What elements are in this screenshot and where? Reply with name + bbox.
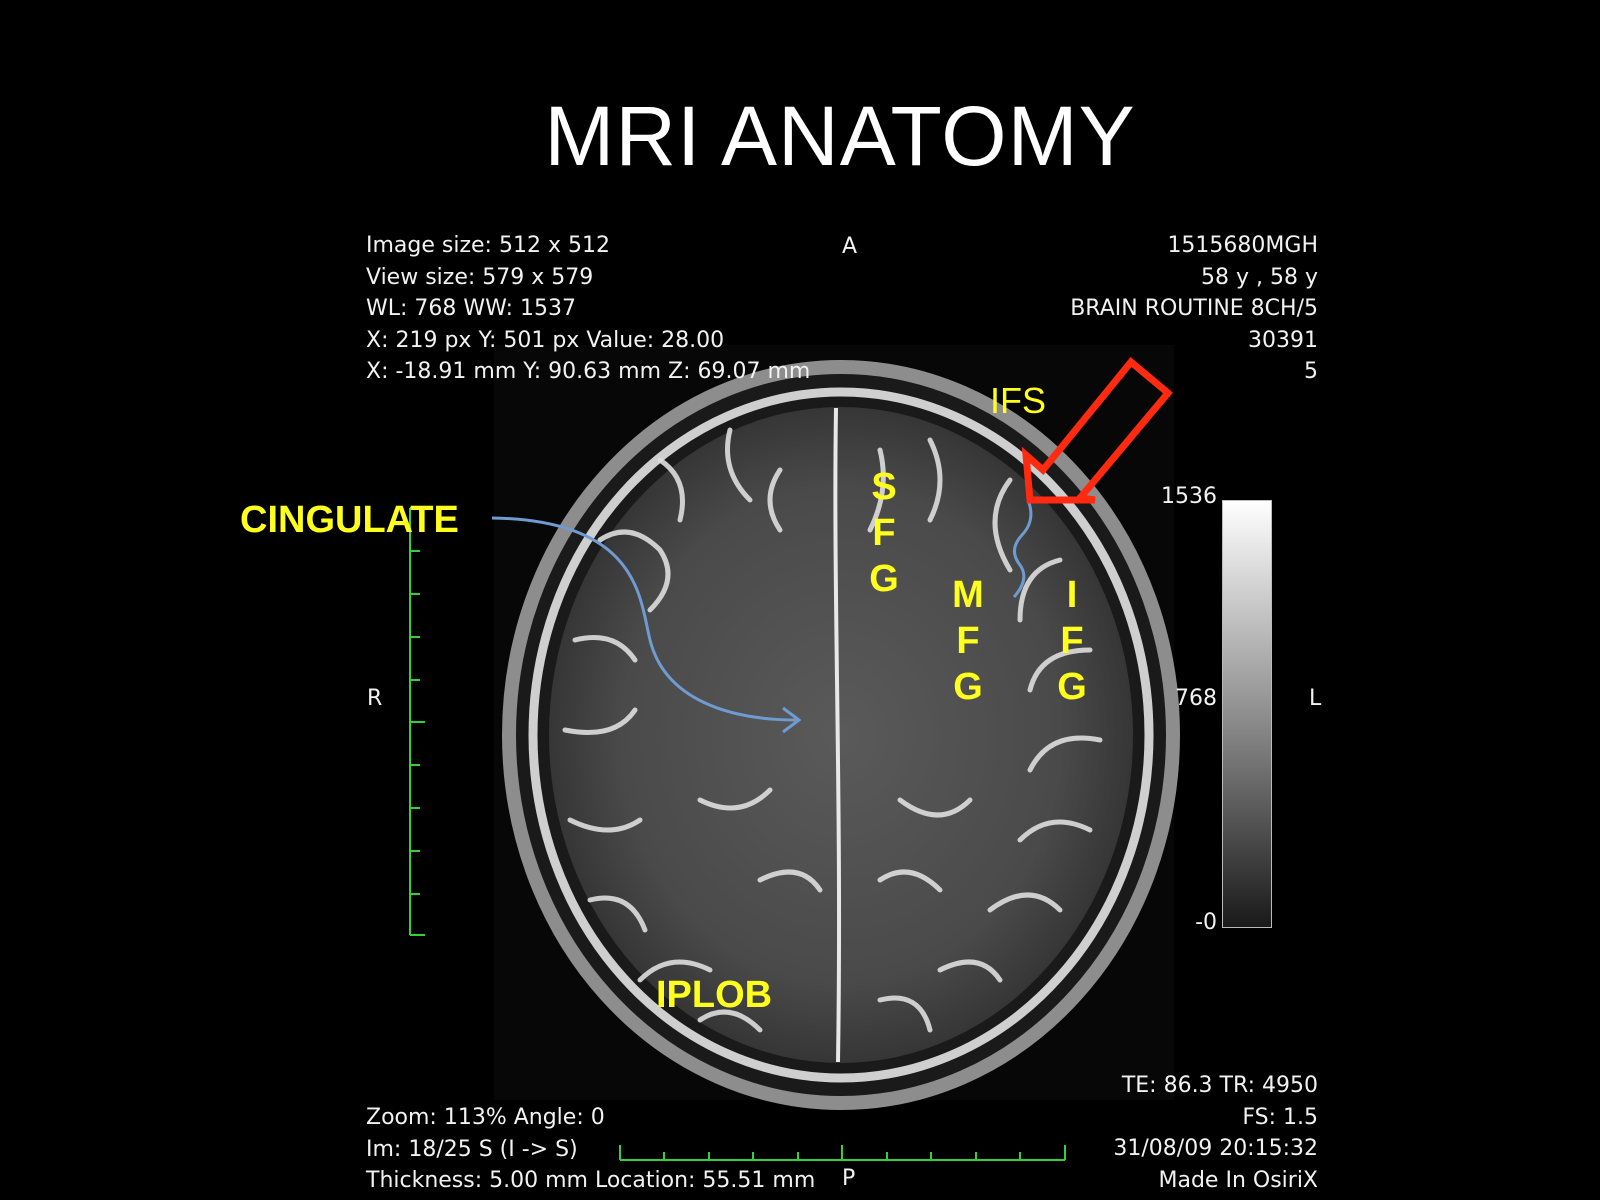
orientation-posterior: P [842,1166,856,1191]
window-colorbar [1222,500,1272,928]
field-strength-text: FS: 1.5 [1242,1104,1318,1130]
thickness-location-text: Thickness: 5.00 mm Location: 55.51 mm [366,1168,816,1193]
made-in-osirix-text: Made In OsiriX [1158,1167,1319,1193]
overlay-top-right: 1515680MGH 58 y , 58 y BRAIN ROUTINE 8CH… [1070,230,1318,388]
brain-tissue [549,407,1133,1063]
sulci-pattern [562,427,1103,1033]
label-sfg-s: S [871,466,897,508]
mm-coordinates-text: X: -18.91 mm Y: 90.63 mm Z: 69.07 mm [366,359,811,384]
label-sfg: S F G [864,464,904,602]
acquisition-datetime-text: 31/08/09 20:15:32 [1113,1136,1318,1161]
slide-title: MRI ANATOMY [544,89,1136,183]
study-description-text: BRAIN ROUTINE 8CH/5 [1070,296,1318,321]
orientation-anterior: A [842,234,858,259]
image-index-text: Im: 18/25 S (I -> S) [366,1136,578,1162]
view-size-text: View size: 579 x 579 [366,264,594,290]
patient-age-text: 58 y , 58 y [1201,264,1318,290]
label-mfg-g: G [953,666,983,708]
colorbar-mid-label: 768 [1175,686,1217,711]
label-mfg-f: F [956,620,980,662]
label-ifg: I F G [1052,572,1092,710]
label-ifs: IFS [990,380,1047,421]
label-ifg-g: G [1057,666,1087,708]
falx-midline [833,407,842,1063]
overlay-bottom-right: TE: 86.3 TR: 4950 FS: 1.5 31/08/09 20:15… [1113,1070,1318,1196]
skull-ring [528,387,1154,1083]
label-cingulate: CINGULATE [240,499,459,541]
red-pointer-arrow [1021,357,1173,504]
pixel-value-text: X: 219 px Y: 501 px Value: 28.00 [366,327,725,353]
overlay-top-left: Image size: 512 x 512 View size: 579 x 5… [366,230,810,388]
patient-id-text: 1515680MGH [1167,233,1318,258]
series-number-text: 30391 [1248,327,1318,353]
colorbar-min-label: -0 [1195,910,1217,935]
overlay-bottom-left: Zoom: 113% Angle: 0 Im: 18/25 S (I -> S)… [366,1102,815,1197]
colorbar-max-label: 1536 [1161,484,1217,509]
label-mfg-m: M [952,574,984,616]
orientation-right: R [367,686,383,711]
label-ifg-i: I [1066,574,1078,616]
label-ifg-f: F [1060,620,1084,662]
window-level-text: WL: 768 WW: 1537 [366,296,577,321]
zoom-angle-text: Zoom: 113% Angle: 0 [366,1105,605,1130]
image-size-text: Image size: 512 x 512 [366,233,610,258]
horizontal-scale-ruler [619,1145,1066,1161]
label-sfg-f: F [872,512,896,554]
te-tr-text: TE: 86.3 TR: 4950 [1121,1073,1318,1098]
label-iplob: IPLOB [656,974,773,1016]
label-mfg: M F G [948,572,988,710]
vertical-scale-ruler [409,507,425,936]
series-index-text: 5 [1304,359,1318,384]
cingulate-arrowhead [782,706,802,734]
label-sfg-g: G [869,558,899,600]
ifs-sulcus-trace [1012,499,1033,598]
cingulate-pointer-curve [491,516,798,722]
orientation-left: L [1309,686,1322,711]
